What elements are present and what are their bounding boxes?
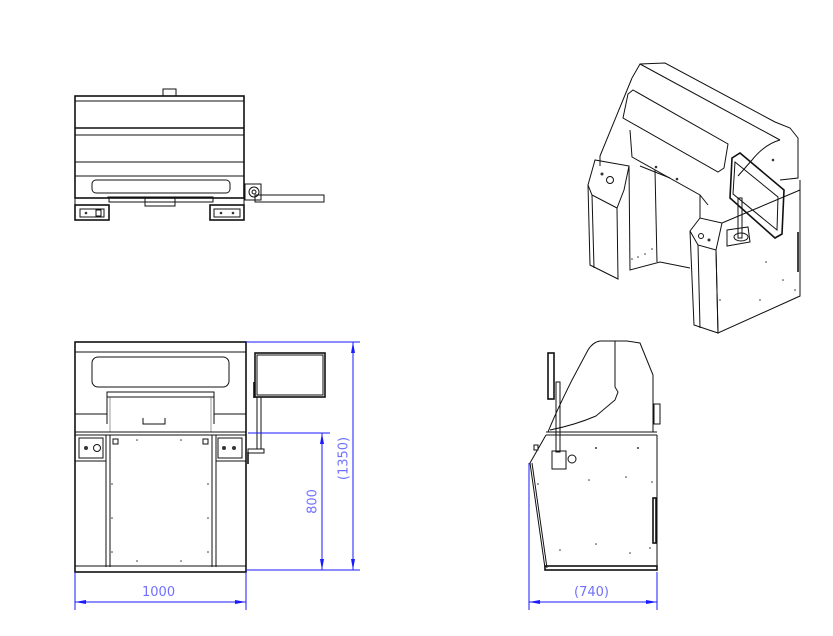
side-view (529, 340, 661, 571)
side-dimensions (528, 463, 658, 610)
isometric-view (587, 62, 801, 334)
top-view (74, 88, 325, 221)
dimension-front-total-height: (1350) (336, 436, 352, 481)
dimension-side-depth: (740) (574, 585, 609, 600)
front-dimensions (74, 341, 360, 610)
front-view (74, 341, 326, 573)
dimension-front-width: 1000 (142, 585, 176, 600)
dimension-front-counter-height: 800 (305, 489, 321, 514)
